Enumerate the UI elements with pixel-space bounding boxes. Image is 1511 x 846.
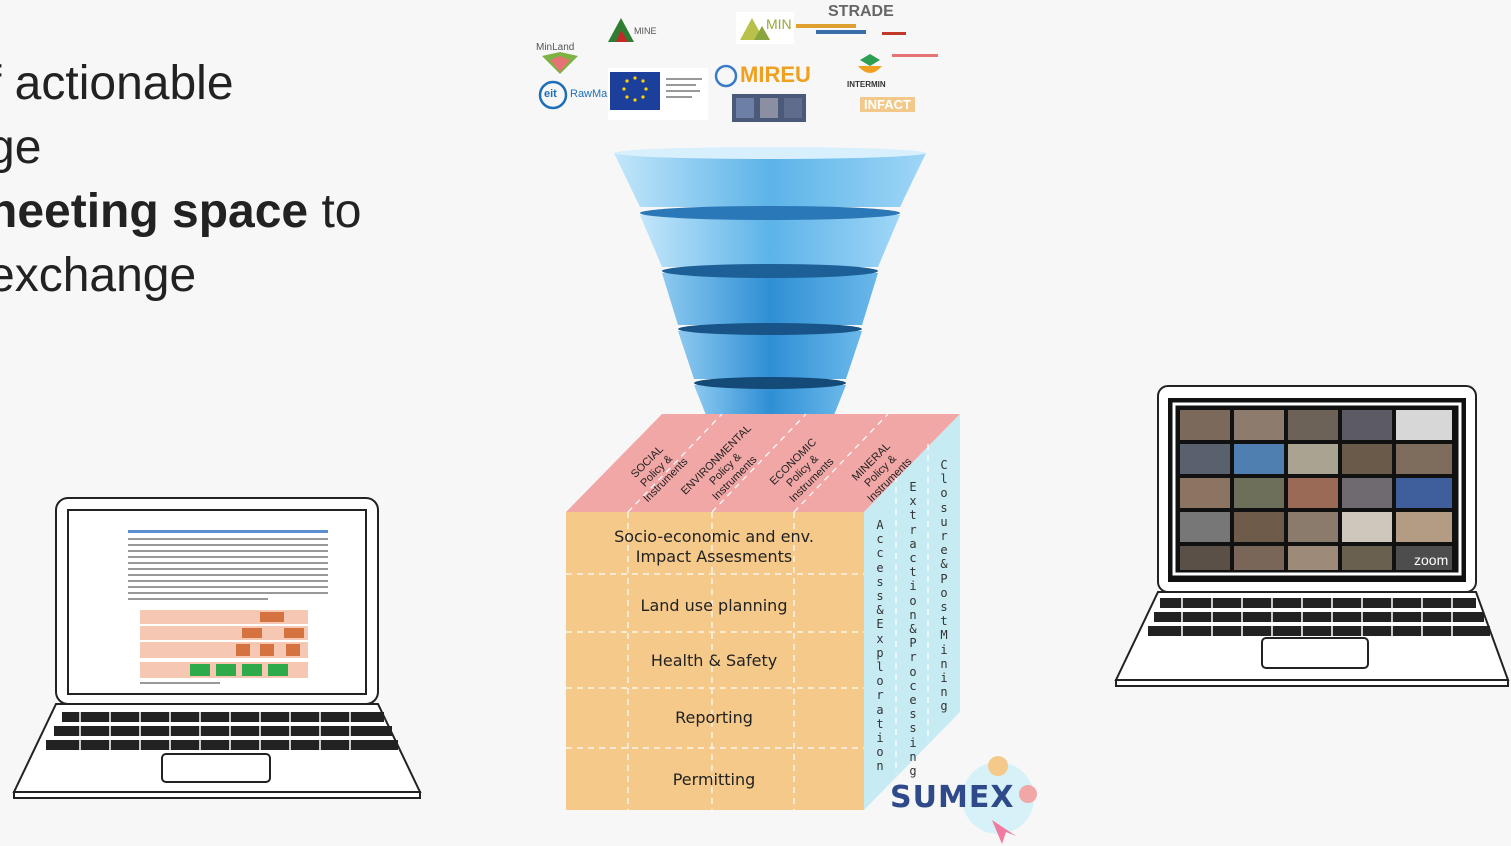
zoom-label: zoom xyxy=(1414,552,1449,568)
row-health-safety: Health & Safety xyxy=(650,651,778,670)
row-land-use: Land use planning xyxy=(640,596,788,615)
bullet-line-4: exchange xyxy=(0,249,197,302)
bullet-bold: neeting space xyxy=(0,185,309,238)
infact-logo: INFACT xyxy=(860,97,915,112)
row-reporting: Reporting xyxy=(675,708,753,727)
side-closure-post-mining: Closure & Post Mining xyxy=(940,458,948,714)
slide-text: f actionable ge neeting space to exchang… xyxy=(0,52,361,308)
small-red-logo-icon xyxy=(882,32,938,57)
sumex-emblem-icon xyxy=(962,756,1037,844)
cube-shape xyxy=(566,413,960,810)
intermin-logo: INTERMIN xyxy=(847,80,886,89)
intermin-icon xyxy=(858,54,882,73)
laptop-left xyxy=(12,497,422,799)
min-guide-logo-icon xyxy=(736,12,794,44)
minland-logo: MinLand xyxy=(536,42,575,53)
minland-mark-icon xyxy=(542,52,578,74)
min-guide-text: MIN xyxy=(766,16,792,32)
side-access-exploration: Access & Exploration xyxy=(876,518,884,774)
mireu-globe-icon xyxy=(714,64,738,88)
row-permitting: Permitting xyxy=(672,770,756,789)
eit-text: eit xyxy=(544,88,557,100)
bullet-line-2: ge xyxy=(0,121,42,174)
bullet-rest: to xyxy=(308,185,362,238)
policy-cube: SOCIAL Policy & Instruments ENVIRONMENTA… xyxy=(566,412,966,812)
eu-flag-icon xyxy=(608,68,708,120)
document-preview xyxy=(128,530,328,684)
mireu-photo-strip xyxy=(732,94,806,122)
laptop-right xyxy=(1114,385,1510,687)
bullet-line-3: neeting space to xyxy=(0,180,361,244)
sumex-logo: SUMEX xyxy=(890,780,1015,815)
side-extraction-processing: Extraction & Processing xyxy=(909,480,917,779)
mineral-triangle-icon xyxy=(608,18,634,42)
strade-stripes-icon xyxy=(796,24,866,34)
mireu-logo: MIREU xyxy=(740,62,811,87)
row-impact-assessments: Socio-economic and env. Impact Assesment… xyxy=(566,527,862,567)
eit-logo-icon xyxy=(538,80,568,110)
row-line-2: Impact Assesments xyxy=(635,547,793,566)
rawmat-text: RawMa xyxy=(570,88,608,100)
mineral-logo-text: MINE xyxy=(634,26,657,36)
strade-logo: STRADE xyxy=(828,3,894,20)
row-line-1: Socio-economic and env. xyxy=(614,527,814,546)
funnel-graphic xyxy=(614,147,926,420)
bullet-line-1: f actionable xyxy=(0,57,234,110)
video-call-grid xyxy=(1180,410,1452,570)
